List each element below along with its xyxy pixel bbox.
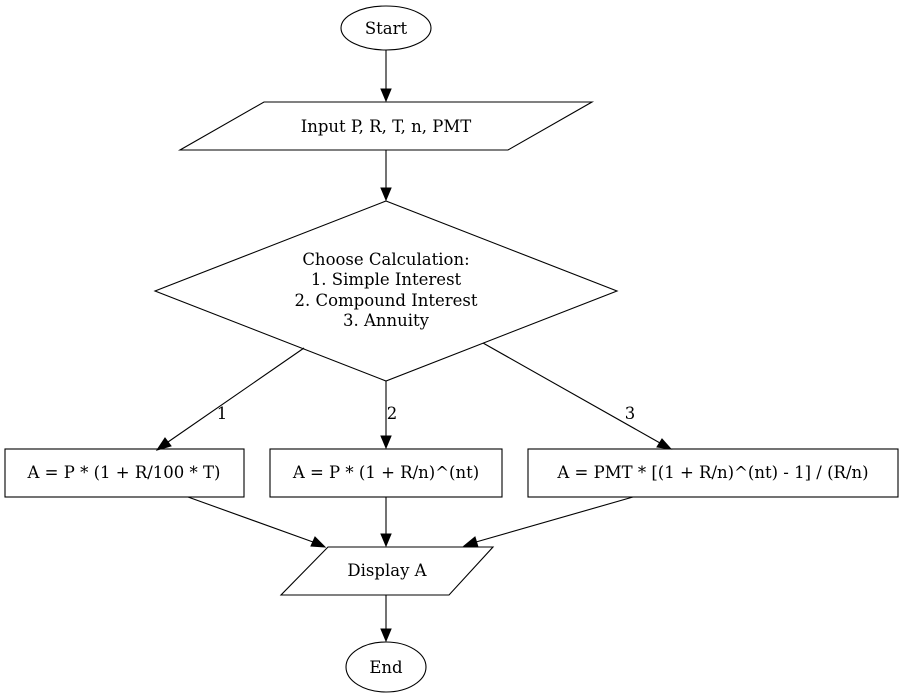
- end-node-label: End: [369, 658, 403, 677]
- decision-line-2: 1. Simple Interest: [311, 270, 462, 289]
- input-node-label: Input P, R, T, n, PMT: [301, 117, 472, 136]
- edge-compound-to-display: [380, 497, 392, 548]
- edge-label-2: 2: [387, 404, 398, 423]
- input-node: Input P, R, T, n, PMT: [177, 101, 595, 151]
- decision-line-1: Choose Calculation:: [302, 250, 469, 269]
- edge-display-to-end: [380, 595, 392, 643]
- arrowhead-icon: [380, 88, 392, 103]
- arrowhead-icon: [380, 435, 392, 450]
- start-node-label: Start: [365, 19, 408, 38]
- arrowhead-icon: [656, 438, 673, 450]
- simple-interest-label: A = P * (1 + R/100 * T): [27, 463, 221, 482]
- edge-decision-to-simple: 1: [155, 347, 305, 451]
- display-node: Display A: [279, 546, 495, 596]
- edge-annuity-to-display: [462, 496, 634, 548]
- edge-input-to-decision: [380, 150, 392, 202]
- compound-interest-node: A = P * (1 + R/n)^(nt): [269, 448, 503, 498]
- decision-line-3: 2. Compound Interest: [294, 291, 477, 310]
- arrowhead-icon: [462, 536, 479, 548]
- decision-node: Choose Calculation: 1. Simple Interest 2…: [153, 200, 619, 382]
- arrowhead-icon: [380, 187, 392, 202]
- start-node: Start: [340, 5, 432, 51]
- arrowhead-icon: [380, 628, 392, 643]
- annuity-node: A = PMT * [(1 + R/n)^(nt) - 1] / (R/n): [527, 448, 899, 498]
- display-node-label: Display A: [347, 561, 427, 580]
- arrowhead-icon: [310, 536, 327, 548]
- end-node: End: [345, 641, 427, 693]
- arrowhead-icon: [155, 437, 172, 451]
- decision-line-4: 3. Annuity: [343, 311, 430, 330]
- compound-interest-label: A = P * (1 + R/n)^(nt): [292, 463, 479, 482]
- edge-decision-to-annuity: 3: [482, 342, 673, 450]
- simple-interest-node: A = P * (1 + R/100 * T): [4, 448, 245, 498]
- edge-decision-to-compound: 2: [380, 381, 398, 450]
- edge-label-1: 1: [217, 404, 228, 423]
- annuity-label: A = PMT * [(1 + R/n)^(nt) - 1] / (R/n): [556, 463, 868, 482]
- edge-label-3: 3: [625, 404, 636, 423]
- edge-simple-to-display: [187, 496, 327, 548]
- edge-start-to-input: [380, 50, 392, 103]
- arrowhead-icon: [380, 533, 392, 548]
